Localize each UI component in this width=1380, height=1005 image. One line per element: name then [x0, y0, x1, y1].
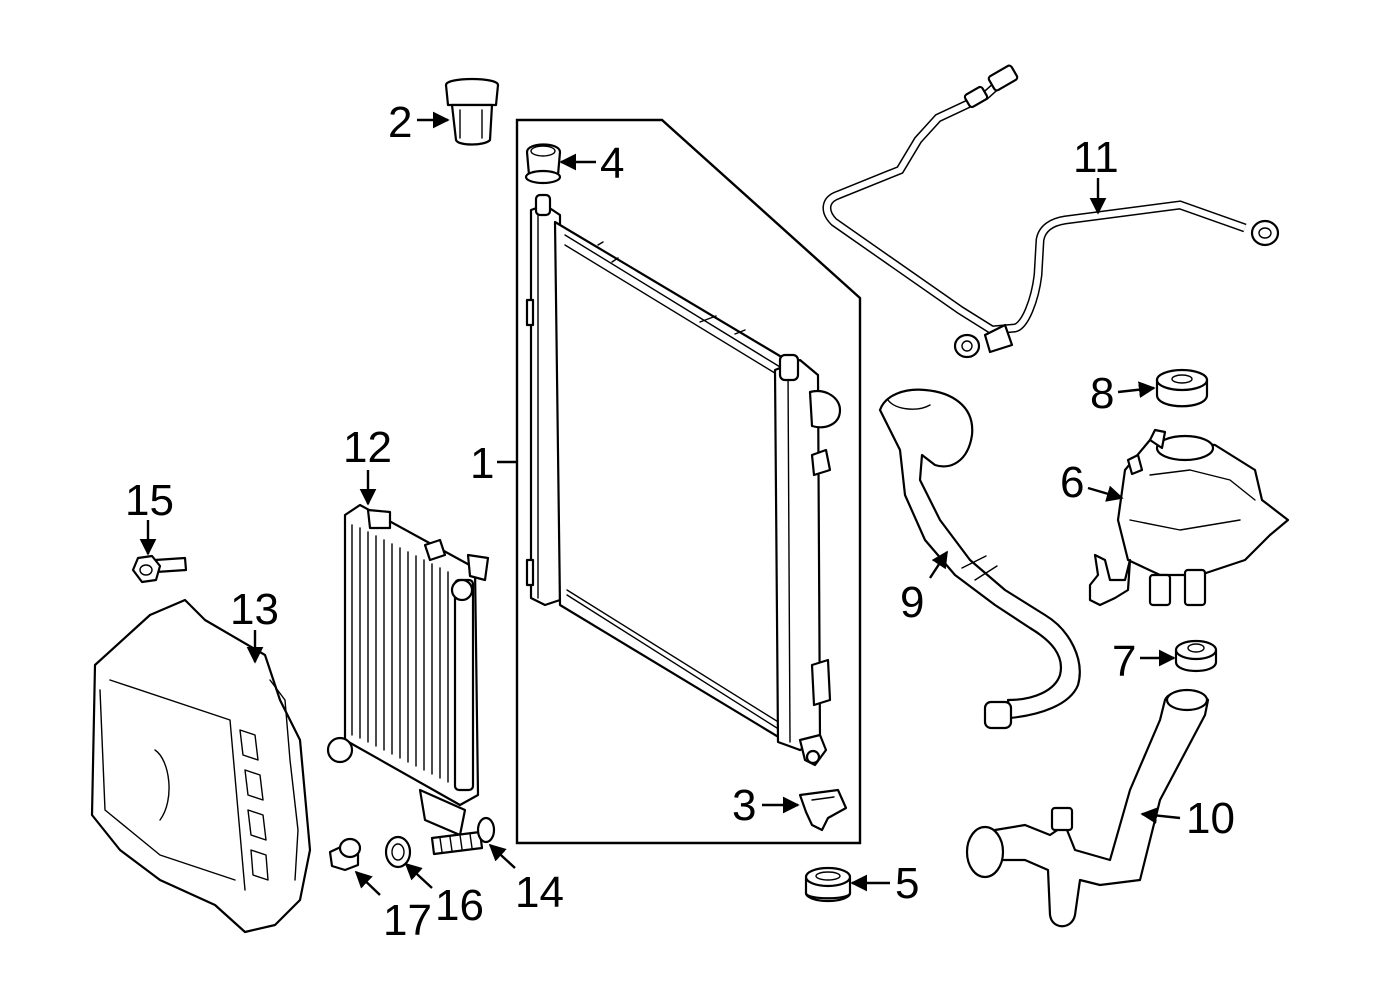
callout-6: 6: [1060, 458, 1084, 507]
auxiliary-radiator[interactable]: [326, 503, 490, 837]
callout-17: 17: [383, 896, 432, 945]
callout-11: 11: [1073, 133, 1119, 182]
flange-bolt[interactable]: [131, 554, 188, 584]
callout-8: 8: [1090, 369, 1114, 418]
leader-6: [1087, 485, 1124, 502]
stud[interactable]: [328, 837, 362, 872]
radiator-group-frame: [515, 118, 862, 845]
leader-9: [928, 550, 949, 579]
callout-9: 9: [900, 578, 924, 627]
overflow-line[interactable]: [822, 64, 1280, 359]
tank-cap[interactable]: [1155, 368, 1209, 408]
lower-bracket[interactable]: [798, 788, 848, 832]
leader-17: [354, 870, 381, 896]
air-duct[interactable]: [90, 598, 312, 934]
callout-14: 14: [515, 868, 564, 917]
callout-4: 4: [600, 139, 624, 188]
callout-15: 15: [125, 476, 174, 525]
radiator[interactable]: [525, 193, 842, 767]
callout-12: 12: [343, 423, 392, 472]
upper-hose[interactable]: [878, 388, 1081, 730]
callout-3: 3: [732, 781, 756, 830]
leader-lines: [139, 111, 1181, 896]
leader-10: [1140, 807, 1181, 824]
callout-16: 16: [435, 881, 484, 930]
callout-7: 7: [1112, 637, 1136, 686]
callout-labels: 1 2 3 4 5 6 7 8 9 10 11 12 13 14 15 16 1…: [125, 98, 1235, 945]
leader-14: [488, 843, 516, 869]
callout-5: 5: [895, 859, 919, 908]
upper-insulator[interactable]: [524, 143, 562, 185]
leader-16: [404, 862, 433, 889]
callout-13: 13: [230, 585, 279, 634]
leader-8: [1117, 381, 1156, 399]
radiator-cap-bushing[interactable]: [444, 77, 500, 146]
tank-grommet[interactable]: [1174, 639, 1218, 673]
lower-hose[interactable]: [965, 688, 1210, 928]
washer[interactable]: [384, 835, 412, 869]
callout-10: 10: [1186, 794, 1235, 843]
expansion-tank[interactable]: [1088, 428, 1290, 607]
bolt[interactable]: [430, 816, 496, 856]
callout-2: 2: [388, 98, 412, 147]
callout-1: 1: [470, 439, 494, 488]
lower-insulator[interactable]: [804, 866, 852, 903]
